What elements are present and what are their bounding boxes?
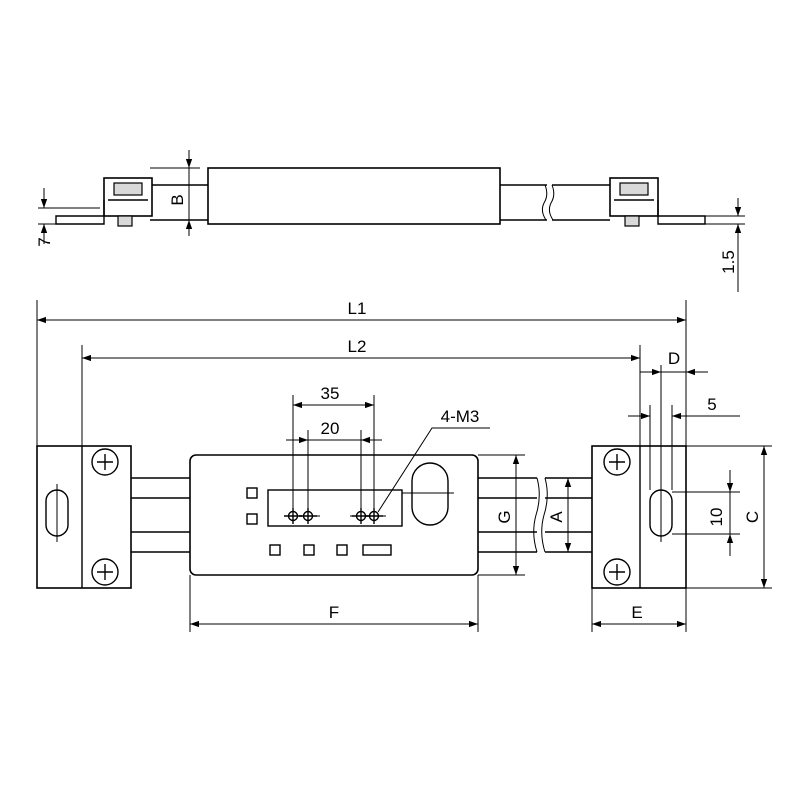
indicator-square — [303, 544, 315, 556]
label-F: F — [329, 603, 339, 622]
label-7: 7 — [35, 237, 54, 246]
side-body — [207, 167, 501, 225]
label-D: D — [668, 349, 680, 368]
label-5: 5 — [707, 395, 716, 414]
indicator-square — [246, 487, 258, 499]
label-C: C — [743, 511, 762, 523]
side-view: B 7 1.5 — [35, 150, 745, 292]
main-body — [189, 454, 479, 576]
screw-icon — [91, 558, 119, 586]
label-A: A — [547, 511, 566, 523]
label-1-5: 1.5 — [719, 250, 738, 274]
plan-view: L1 L2 D 5 35 20 4-M3 G A — [36, 299, 772, 632]
label-L2: L2 — [348, 337, 367, 356]
label-35: 35 — [321, 384, 340, 403]
label-L1: L1 — [348, 299, 367, 318]
indicator-square — [246, 513, 258, 525]
screw-icon — [91, 448, 119, 476]
right-clamp — [591, 445, 687, 589]
label-10: 10 — [707, 508, 726, 527]
indicator-square — [336, 544, 348, 556]
mounting-window — [267, 489, 403, 527]
indicator-square — [269, 544, 281, 556]
label-4-M3: 4-M3 — [441, 407, 480, 426]
label-E: E — [631, 603, 642, 622]
body-oval — [411, 462, 449, 526]
label-G: G — [495, 510, 514, 523]
indicator-bar — [362, 544, 392, 556]
label-B: B — [168, 194, 187, 205]
screw-icon — [603, 558, 631, 586]
label-20: 20 — [321, 419, 340, 438]
screw-icon — [603, 448, 631, 476]
